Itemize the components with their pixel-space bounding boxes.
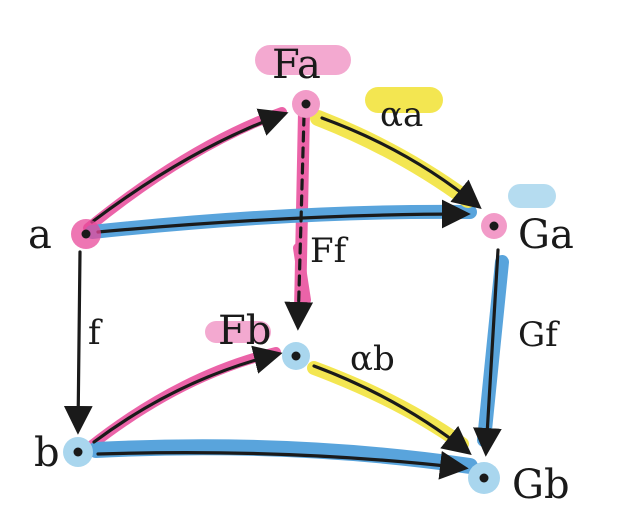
arrow-layer (63, 108, 502, 480)
label-Fa: Fa (272, 42, 321, 88)
arrow-a-to-Fa (90, 108, 289, 224)
arrow-Ga-to-Gb (473, 248, 502, 457)
label-Fb: Fb (218, 308, 271, 354)
node-a (71, 219, 101, 249)
node-layer (63, 90, 507, 494)
G-highlight-b-to-Gb (88, 439, 478, 474)
label-Ff: Ff (310, 231, 349, 271)
arrow-a-to-b (63, 250, 93, 435)
label-a: a (28, 212, 52, 258)
arrow-a-to-Ga (96, 199, 471, 234)
label-alpha-b: αb (350, 339, 395, 379)
arrow-b-to-Fb (92, 345, 283, 444)
node-Ga (481, 213, 507, 239)
label-b: b (34, 430, 60, 476)
label-alpha-a: αa (380, 95, 423, 135)
F-highlight-b-to-Fb (83, 347, 281, 453)
label-Gf: Gf (518, 315, 560, 355)
arrow-Fa-to-Ga (320, 116, 482, 210)
label-Gb: Gb (512, 462, 570, 508)
node-b (63, 437, 93, 467)
label-layer: Fa a Ga Fb b Gb f Ff Gf αa αb (28, 42, 574, 508)
Ff-label-wash (293, 243, 311, 305)
F-highlight-a-to-Fa (83, 107, 287, 233)
label-Ga: Ga (518, 212, 574, 258)
arrow-b-to-Gb (96, 450, 469, 480)
arrow-Fa-to-Fb (284, 114, 314, 331)
node-Fa (292, 90, 320, 118)
label-f: f (88, 313, 103, 353)
arrow-Fb-to-Gb (312, 364, 472, 455)
node-Gb (468, 462, 500, 494)
node-Fb (282, 342, 310, 370)
